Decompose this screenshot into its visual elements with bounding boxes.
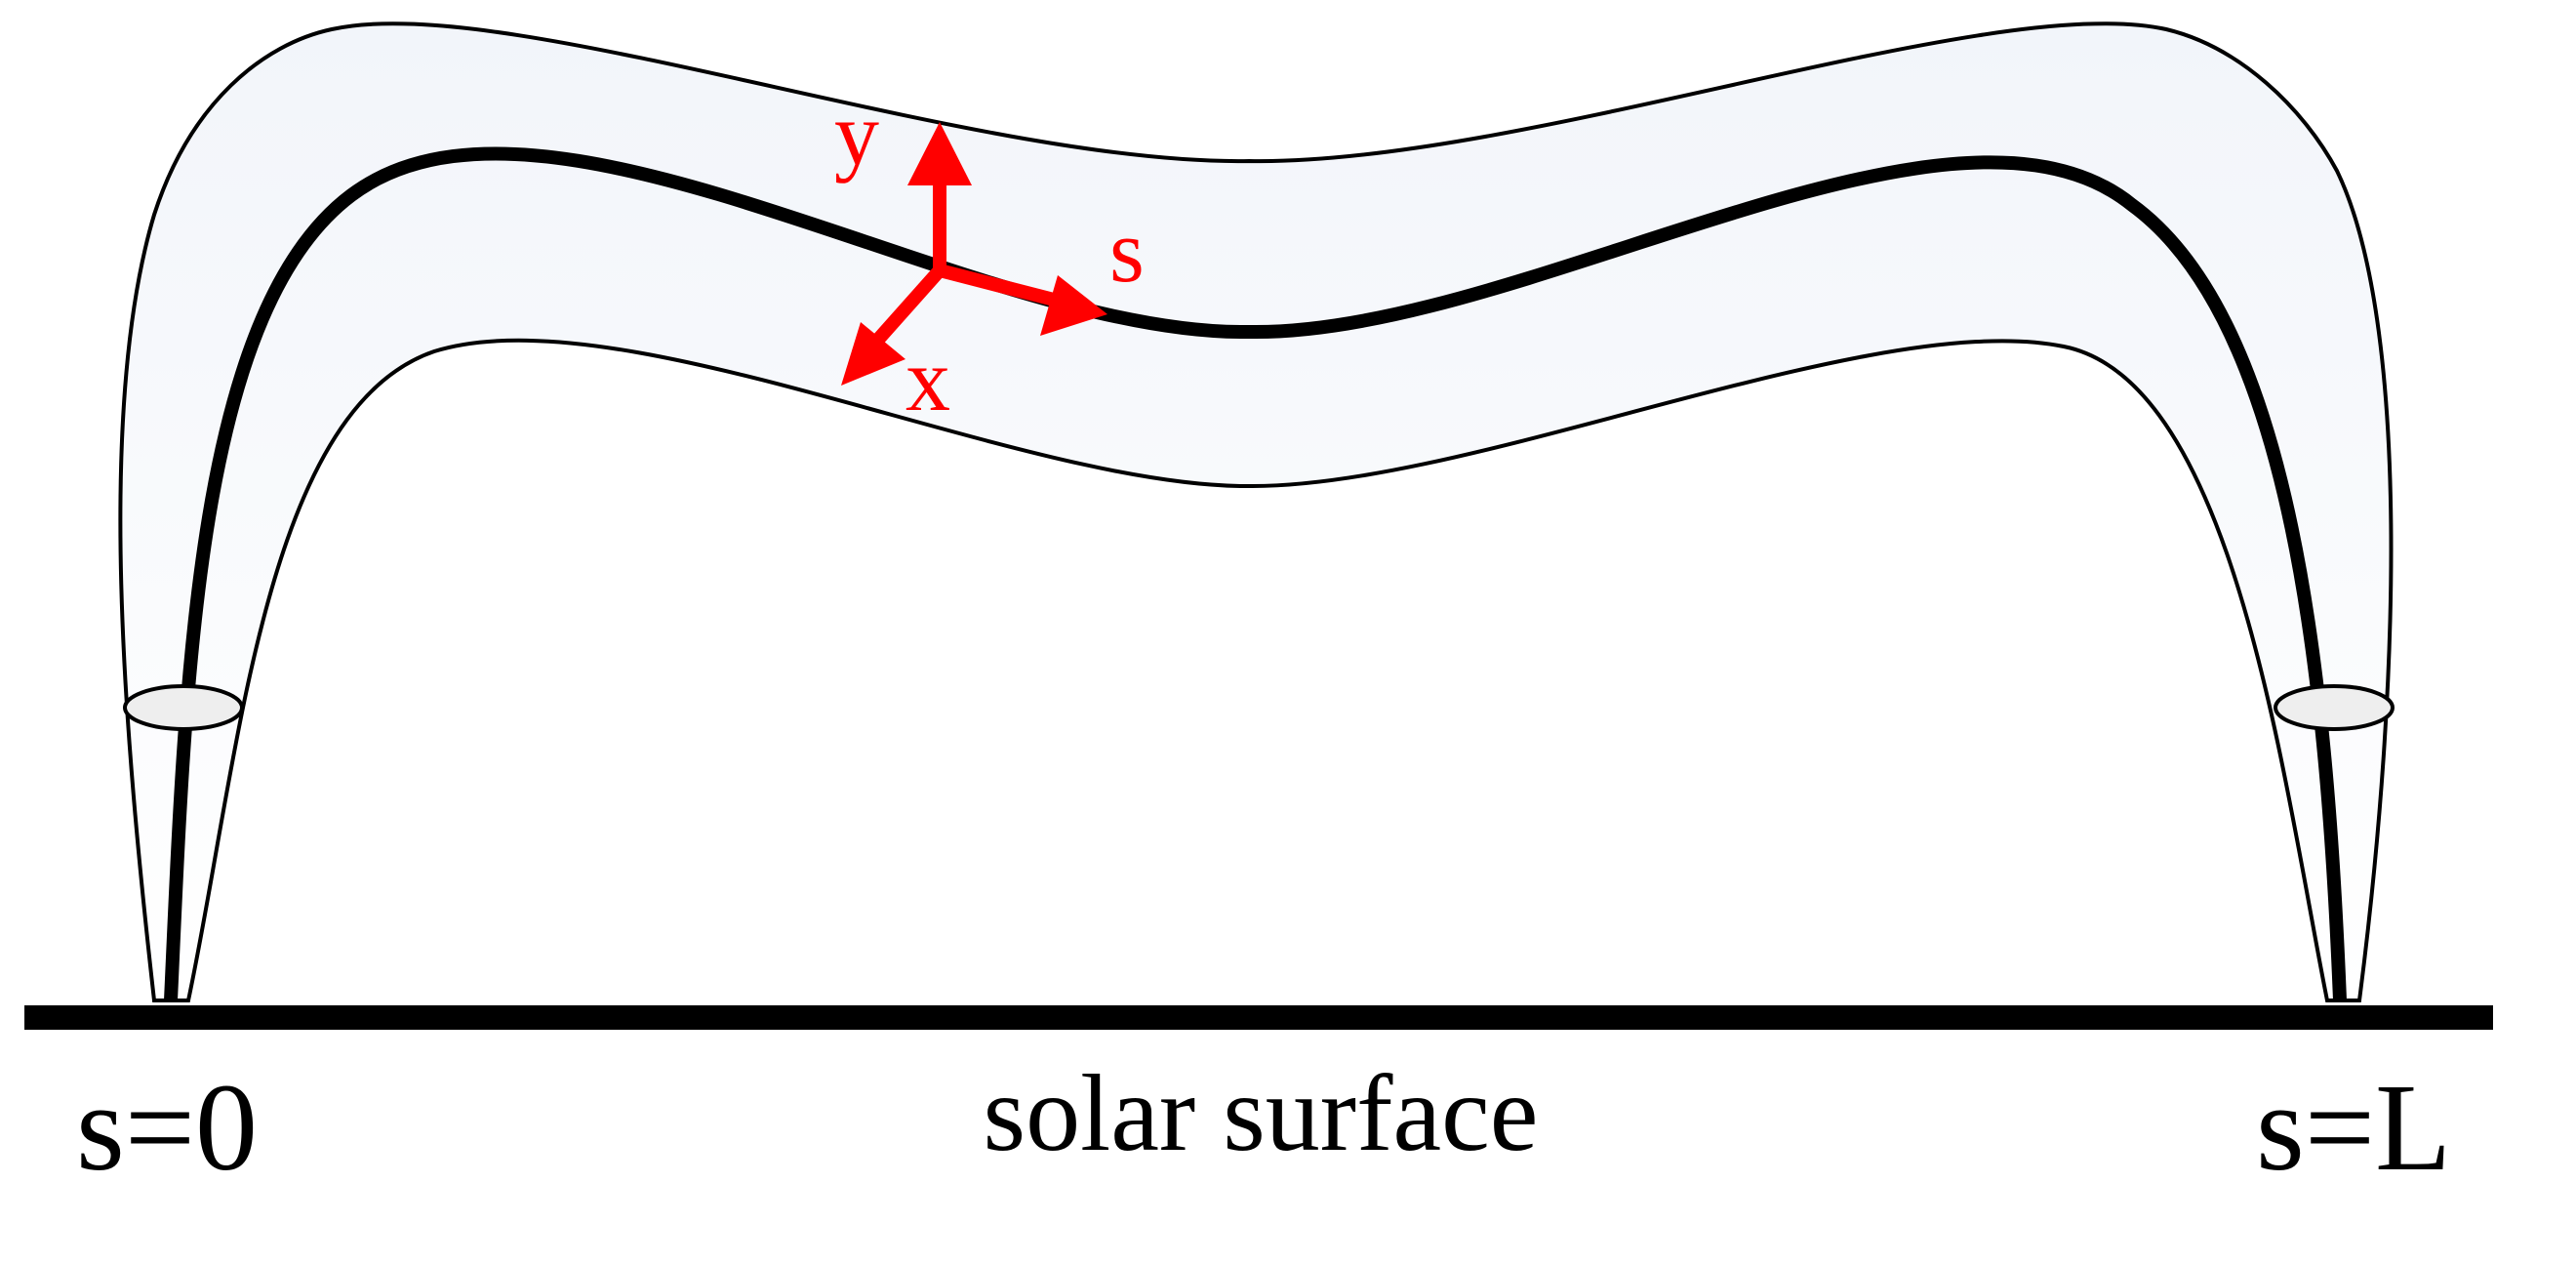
s-arrowhead bbox=[1040, 275, 1107, 336]
x-axis-label: x bbox=[906, 330, 950, 429]
label-end: s=L bbox=[2256, 1058, 2451, 1197]
footpoint-cross-section-right bbox=[2274, 684, 2395, 731]
solar-surface-line bbox=[24, 1005, 2493, 1030]
y-axis-label: y bbox=[834, 84, 879, 183]
s-axis-label: s bbox=[1109, 201, 1145, 301]
flux-tube bbox=[118, 21, 2394, 1002]
x-arrowhead bbox=[841, 322, 906, 386]
label-start: s=0 bbox=[76, 1058, 258, 1197]
tube-axis-line bbox=[164, 146, 2347, 1001]
y-arrowhead bbox=[907, 122, 972, 185]
s-axis-arrow bbox=[938, 264, 1056, 306]
coordinate-frame: y s x bbox=[834, 84, 1145, 429]
x-axis-arrow bbox=[870, 265, 946, 347]
footpoint-cross-section-left bbox=[123, 684, 244, 731]
label-solar-surface: solar surface bbox=[983, 1053, 1538, 1174]
